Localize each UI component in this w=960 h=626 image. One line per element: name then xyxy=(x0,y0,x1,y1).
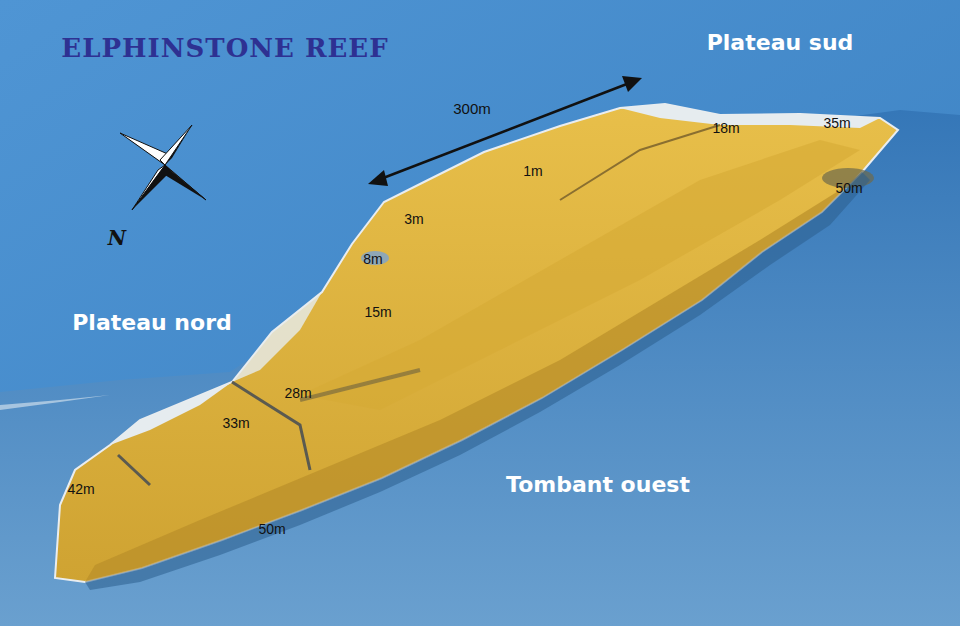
depth-label: 15m xyxy=(364,304,391,320)
compass-rose xyxy=(120,125,206,210)
depth-label: 42m xyxy=(67,481,94,497)
depth-label: 50m xyxy=(835,180,862,196)
reef-edge xyxy=(110,382,232,445)
compass-north: N xyxy=(108,226,126,250)
depth-label: 18m xyxy=(712,120,739,136)
arrow-head xyxy=(368,170,388,186)
region-label: Plateau sud xyxy=(707,30,854,55)
shallow-patch xyxy=(0,395,110,410)
depth-label: 1m xyxy=(523,163,542,179)
region-label: Plateau nord xyxy=(72,310,232,335)
depth-label: 50m xyxy=(258,521,285,537)
depth-label: 28m xyxy=(284,385,311,401)
reef-body xyxy=(55,104,898,582)
reef-edge xyxy=(232,292,322,382)
map-title: ELPHINSTONE REEF xyxy=(61,33,388,63)
dimension-label: 300m xyxy=(453,100,491,117)
depth-label: 33m xyxy=(222,415,249,431)
dimension-line xyxy=(378,82,632,180)
depth-label: 8m xyxy=(363,251,382,267)
reef-crack xyxy=(560,125,720,200)
reef-crack xyxy=(118,455,150,485)
depth-label: 3m xyxy=(404,211,423,227)
reef-ridge xyxy=(300,140,860,410)
region-label: Tombant ouest xyxy=(506,472,690,497)
reef-slope-shadow xyxy=(85,172,862,582)
arrow-head xyxy=(622,76,642,92)
reef-base-shadow xyxy=(85,172,870,590)
reef-crack xyxy=(300,370,420,400)
depth-label: 35m xyxy=(823,115,850,131)
